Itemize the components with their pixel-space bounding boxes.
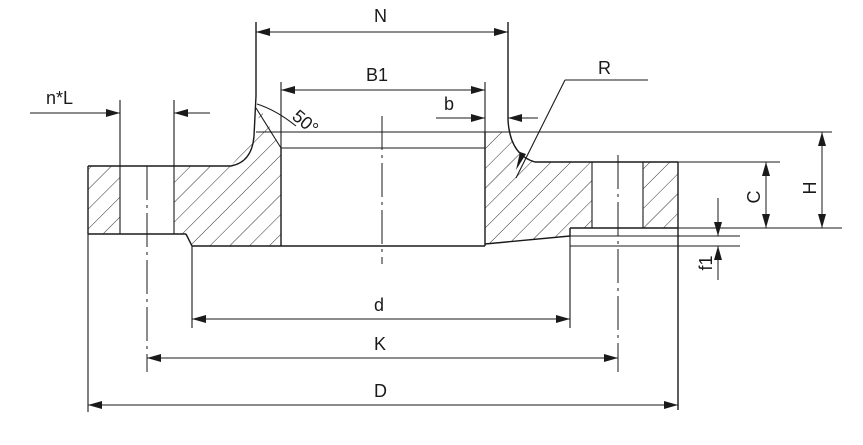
radius-leader <box>515 79 648 179</box>
dimension-d-small <box>192 315 570 323</box>
right-flange-outline <box>484 22 842 410</box>
label-c: C <box>744 191 764 204</box>
left-flange-outline <box>87 22 485 372</box>
dimension-h <box>818 132 826 228</box>
bore-outline <box>255 107 832 264</box>
label-nl: n*L <box>46 88 73 108</box>
dimension-c <box>762 162 770 228</box>
label-n: N <box>374 6 387 26</box>
label-d-small: d <box>374 295 384 315</box>
dimension-d-large <box>88 401 678 409</box>
angle-arc <box>256 103 297 127</box>
label-k: K <box>374 334 386 354</box>
dimension-nl <box>30 109 210 117</box>
dimension-b1 <box>280 82 486 148</box>
section-hatch <box>88 110 678 246</box>
label-d-large: D <box>374 381 387 401</box>
dimension-n <box>256 28 508 36</box>
label-h: H <box>800 182 820 195</box>
dimension-k <box>147 354 618 362</box>
label-f1: f1 <box>696 255 716 270</box>
label-b1: B1 <box>366 65 388 85</box>
dimension-f1 <box>714 198 722 280</box>
dimension-b <box>436 114 538 122</box>
label-r: R <box>598 58 611 78</box>
label-b: b <box>444 94 454 114</box>
label-angle: 50° <box>288 106 322 139</box>
extension-lines <box>87 234 571 412</box>
